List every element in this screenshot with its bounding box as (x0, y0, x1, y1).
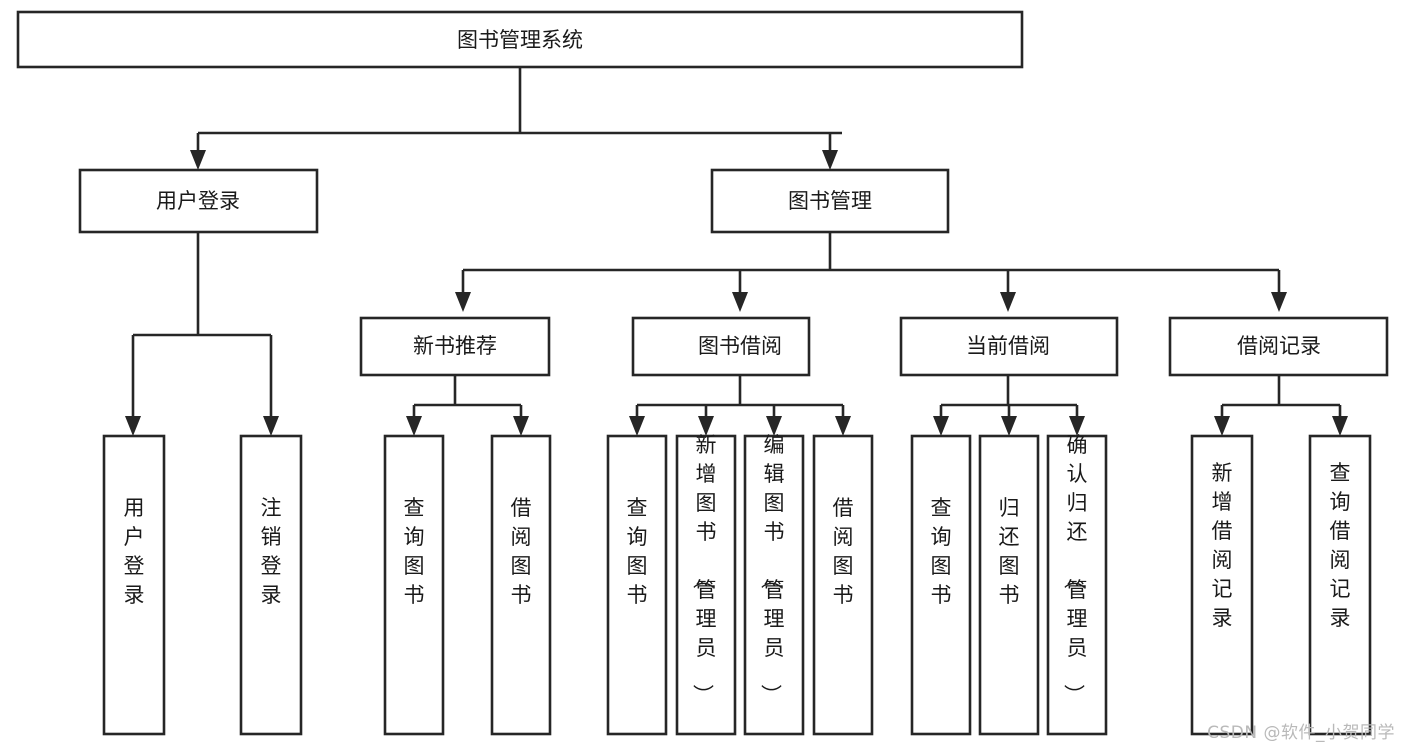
csdn-watermark: CSDN @软件_小贺同学 (1207, 723, 1395, 743)
edge-userlogin-to-leaves (125, 232, 279, 436)
node-root[interactable]: 图书管理系统 (16, 10, 1024, 69)
node-leaf-query-record-label: 查询借阅记录 (1330, 461, 1351, 630)
node-leaf-user-login[interactable]: 用户登录 (102, 434, 166, 736)
edge-root-to-level2 (190, 67, 842, 170)
node-leaf-edit-book-label: 编辑图书（管理员） (759, 433, 785, 705)
node-leaf-query-book-1-label: 查询图书 (404, 496, 425, 607)
node-leaf-confirm-return-label: 确认归还（管理员） (1062, 433, 1088, 705)
node-leaf-borrow-book-1[interactable]: 借阅图书 (490, 434, 552, 736)
node-leaf-add-book[interactable]: 新增图书（管理员） (675, 433, 737, 736)
node-current-borrow-label: 当前借阅 (966, 334, 1050, 358)
node-leaf-logout[interactable]: 注销登录 (239, 434, 303, 736)
node-borrow-record[interactable]: 借阅记录 (1168, 316, 1389, 377)
node-current-borrow[interactable]: 当前借阅 (899, 316, 1119, 377)
node-leaf-query-book-3[interactable]: 查询图书 (910, 434, 972, 736)
edge-currentborrow-to-leaves (933, 375, 1085, 436)
node-leaf-borrow-book-2-label: 借阅图书 (833, 496, 854, 607)
node-leaf-add-record[interactable]: 新增借阅记录 (1190, 434, 1254, 736)
node-leaf-query-book-2-label: 查询图书 (627, 496, 648, 607)
node-leaf-confirm-return[interactable]: 确认归还（管理员） (1046, 433, 1108, 736)
node-root-label: 图书管理系统 (457, 28, 583, 52)
node-new-book-rec[interactable]: 新书推荐 (359, 316, 551, 377)
node-user-login[interactable]: 用户登录 (78, 168, 319, 234)
node-book-borrow-label: 图书借阅 (698, 334, 782, 358)
edge-newbook-to-leaves (406, 375, 529, 436)
node-leaf-borrow-book-1-label: 借阅图书 (511, 496, 532, 607)
node-leaf-query-book-3-label: 查询图书 (931, 496, 952, 607)
node-leaf-user-login-label: 用户登录 (124, 496, 145, 607)
node-leaf-borrow-book-2[interactable]: 借阅图书 (812, 434, 874, 736)
node-leaf-return-book[interactable]: 归还图书 (978, 434, 1040, 736)
node-leaf-query-book-1[interactable]: 查询图书 (383, 434, 445, 736)
node-leaf-query-book-2[interactable]: 查询图书 (606, 434, 668, 736)
node-book-manage-label: 图书管理 (788, 189, 872, 213)
node-leaf-add-record-label: 新增借阅记录 (1212, 461, 1233, 630)
node-leaf-add-book-label: 新增图书（管理员） (691, 433, 717, 705)
node-user-login-label: 用户登录 (156, 189, 240, 213)
edge-bookborrow-to-leaves (629, 375, 851, 436)
node-leaf-logout-label: 注销登录 (261, 496, 282, 607)
edge-bookmanage-to-level3 (455, 232, 1287, 312)
node-leaf-return-book-label: 归还图书 (999, 496, 1020, 607)
edge-borrowrecord-to-leaves (1214, 375, 1348, 436)
node-book-manage[interactable]: 图书管理 (710, 168, 950, 234)
connector-layer (125, 67, 1348, 436)
node-borrow-record-label: 借阅记录 (1237, 334, 1321, 358)
node-leaf-query-record[interactable]: 查询借阅记录 (1308, 434, 1372, 736)
node-book-borrow[interactable]: 图书借阅 (631, 316, 811, 377)
node-leaf-edit-book[interactable]: 编辑图书（管理员） (743, 433, 805, 736)
node-new-book-rec-label: 新书推荐 (413, 334, 497, 358)
